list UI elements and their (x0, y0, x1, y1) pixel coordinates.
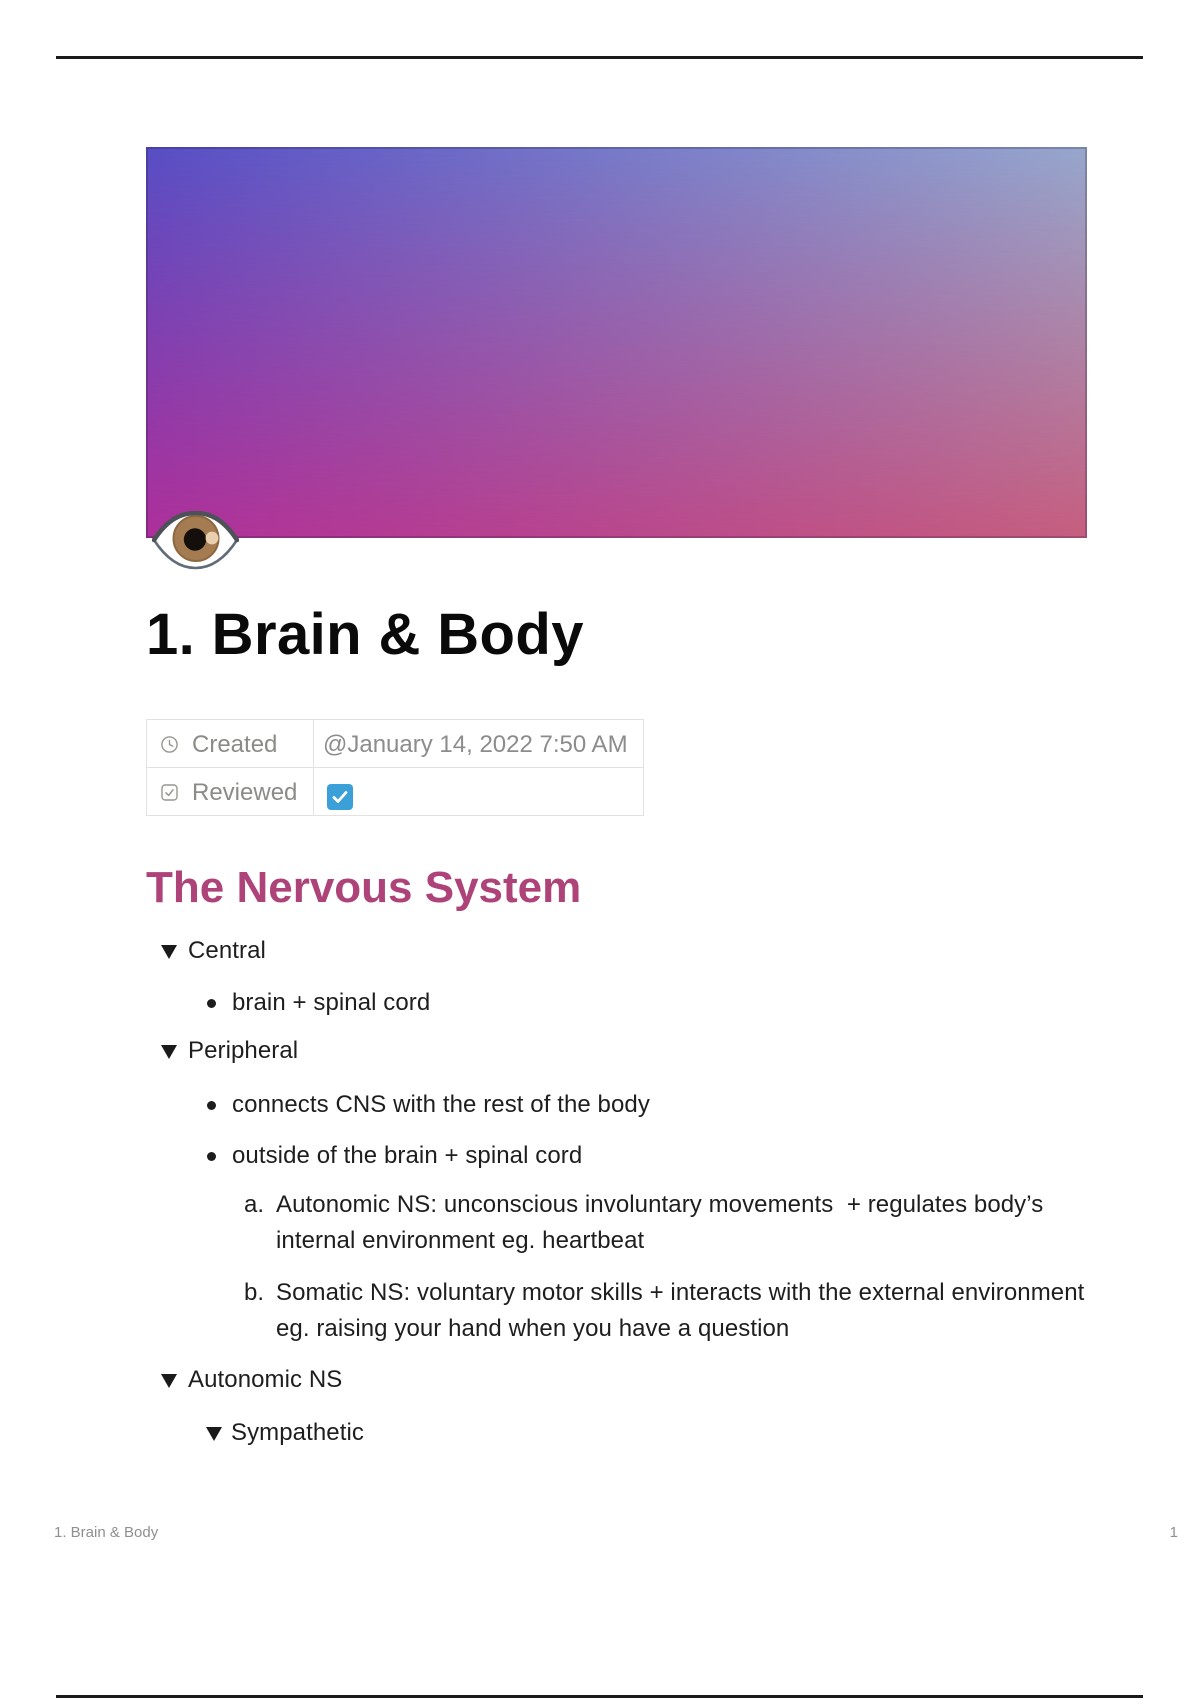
toggle-triangle-icon[interactable] (161, 1045, 177, 1059)
alpha-text: Autonomic NS: unconscious involuntary mo… (276, 1191, 1044, 1254)
property-row-reviewed: Reviewed (146, 767, 644, 816)
toggle-text: Peripheral (188, 1037, 299, 1064)
toggle-triangle-icon[interactable] (161, 945, 177, 959)
alpha-marker: b. (244, 1279, 265, 1306)
property-value-created: @January 14, 2022 7:50 AM (323, 730, 628, 758)
footer-page-number: 1 (1169, 1524, 1178, 1541)
toggle-item-autonomic-ns[interactable]: Autonomic NS (161, 1362, 342, 1398)
toggle-text: Autonomic NS (188, 1366, 343, 1393)
property-label-created: Created (192, 730, 278, 758)
cover-edge (146, 147, 1087, 538)
toggle-text: Central (188, 937, 266, 964)
toggle-text: Sympathetic (231, 1419, 364, 1446)
property-row-created: Created @January 14, 2022 7:50 AM (146, 719, 644, 768)
reviewed-checkbox[interactable] (327, 783, 353, 810)
header-rule (56, 56, 1143, 59)
checkbox-property-icon (161, 784, 178, 801)
cover-gradient-bottom (146, 147, 1087, 538)
cover-image (146, 147, 1087, 538)
toggle-triangle-icon[interactable] (161, 1374, 177, 1388)
bullet-dot (207, 1101, 216, 1110)
toggle-triangle-icon[interactable] (206, 1427, 222, 1441)
alpha-item-autonomic: a. Autonomic NS: unconscious involuntary… (244, 1187, 1121, 1259)
bullet-text: connects CNS with the rest of the body (232, 1091, 650, 1118)
clock-icon (161, 736, 178, 753)
properties-table: Created @January 14, 2022 7:50 AM Review… (146, 719, 644, 816)
bullet-item-brain-spinal: brain + spinal cord (207, 985, 430, 1021)
alpha-item-somatic: b. Somatic NS: voluntary motor skills + … (244, 1275, 1121, 1347)
bullet-item-connects-cns: connects CNS with the rest of the body (207, 1087, 650, 1123)
page-title: 1. Brain & Body (146, 602, 584, 667)
bullet-dot (207, 999, 216, 1008)
eye-emoji-icon (152, 511, 239, 570)
bullet-item-outside-brain: outside of the brain + spinal cord (207, 1138, 582, 1174)
section-heading: The Nervous System (146, 863, 582, 912)
toggle-item-sympathetic[interactable]: Sympathetic (206, 1415, 364, 1451)
check-icon (332, 790, 348, 803)
bullet-dot (207, 1152, 216, 1161)
toggle-item-central[interactable]: Central (161, 933, 266, 969)
alpha-marker: a. (244, 1191, 265, 1218)
alpha-text: Somatic NS: voluntary motor skills + int… (276, 1279, 1085, 1342)
property-label-reviewed: Reviewed (192, 778, 298, 806)
footer-rule (56, 1695, 1143, 1698)
toggle-item-peripheral[interactable]: Peripheral (161, 1033, 298, 1069)
footer-title: 1. Brain & Body (54, 1524, 159, 1541)
bullet-text: outside of the brain + spinal cord (232, 1142, 583, 1169)
bullet-text: brain + spinal cord (232, 989, 431, 1016)
